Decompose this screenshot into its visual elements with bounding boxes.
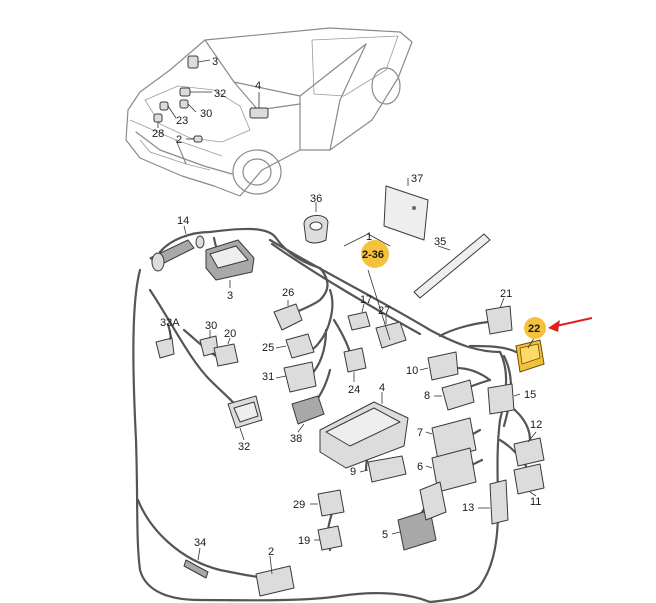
callout-28: 28 xyxy=(152,128,164,140)
callout-7: 7 xyxy=(417,427,423,439)
callout-9: 9 xyxy=(350,466,356,478)
highlight-22 xyxy=(524,317,546,339)
car-illustration xyxy=(125,27,413,197)
callout-30: 30 xyxy=(205,320,217,332)
callout-29: 29 xyxy=(293,499,305,511)
callout-27: 27 xyxy=(378,305,390,317)
callout-30: 30 xyxy=(200,108,212,120)
callout-31: 31 xyxy=(262,371,274,383)
callout-1: 1 xyxy=(366,231,372,243)
callout-8: 8 xyxy=(424,390,430,402)
callout-2: 2 xyxy=(268,546,274,558)
callout-33A: 33A xyxy=(160,317,180,329)
callout-20: 20 xyxy=(224,328,236,340)
callout-5: 5 xyxy=(382,529,388,541)
callout-4: 4 xyxy=(379,382,385,394)
callout-37: 37 xyxy=(411,173,423,185)
callout-6: 6 xyxy=(417,461,423,473)
red-arrow xyxy=(548,317,593,332)
highlight-2-36 xyxy=(361,240,389,268)
callout-32: 32 xyxy=(214,88,226,100)
callout-10: 10 xyxy=(406,365,418,377)
leader-lines xyxy=(169,178,537,575)
callout-12: 12 xyxy=(530,419,542,431)
callout-19: 19 xyxy=(298,535,310,547)
callout-17: 17 xyxy=(360,294,372,306)
callout-34: 34 xyxy=(194,537,206,549)
callout-11: 11 xyxy=(530,496,541,508)
callout-24: 24 xyxy=(348,384,360,396)
callout-2: 2 xyxy=(176,134,182,146)
callout-25: 25 xyxy=(262,342,274,354)
callout-36: 36 xyxy=(310,193,322,205)
callout-3: 3 xyxy=(227,290,233,302)
callout-3: 3 xyxy=(212,56,218,68)
callout-4: 4 xyxy=(255,80,261,92)
callout-14: 14 xyxy=(177,215,189,227)
callout-15: 15 xyxy=(524,389,536,401)
callout-21: 21 xyxy=(500,288,512,300)
callout-35: 35 xyxy=(434,236,446,248)
callout-38: 38 xyxy=(290,433,302,445)
harness-parts xyxy=(149,185,545,597)
callout-32: 32 xyxy=(238,441,250,453)
callout-23: 23 xyxy=(176,115,188,127)
car-small-parts xyxy=(153,55,269,143)
callout-13: 13 xyxy=(462,502,474,514)
callout-labels: 3 4 32 30 23 28 2 37 36 14 1 2-36 35 3 2… xyxy=(152,56,542,558)
callout-26: 26 xyxy=(282,287,294,299)
callout-2-36: 2-36 xyxy=(362,249,384,261)
callout-22: 22 xyxy=(528,323,540,335)
